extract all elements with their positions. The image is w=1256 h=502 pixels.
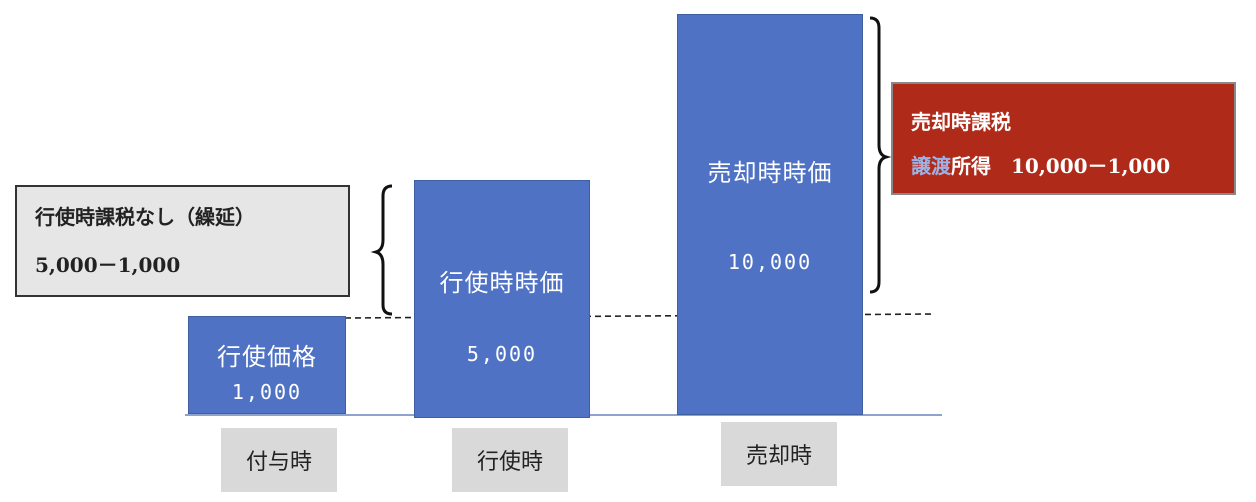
exercise-tax-note-line1: 行使時課税なし（繰延）	[35, 205, 255, 229]
sale-tax-note-highlight: 譲渡	[911, 154, 951, 178]
bar-grant-value: 1,000	[231, 380, 303, 404]
bar-sale-value: 10,000	[727, 250, 813, 274]
bar-sale-label: 売却時時価	[707, 159, 833, 187]
bar-exercise-value: 5,000	[466, 342, 538, 366]
exercise-tax-note: 行使時課税なし（繰延） 5,000－1,000	[15, 185, 350, 297]
exercise-brace	[370, 184, 393, 316]
bar-sale: 売却時時価 10,000	[677, 14, 863, 415]
sale-tax-note-rest: 所得 10,000－1,000	[951, 154, 1171, 178]
exercise-tax-note-line2: 5,000－1,000	[35, 253, 181, 277]
sale-tax-note-line2: 譲渡所得 10,000－1,000	[911, 150, 1234, 194]
bar-grant: 行使価格 1,000	[188, 316, 346, 414]
sale-tax-note-line1: 売却時課税	[911, 110, 1011, 134]
category-sale: 売却時	[721, 422, 837, 486]
category-grant: 付与時	[221, 428, 337, 492]
category-exercise: 行使時	[452, 428, 568, 492]
sale-brace	[869, 16, 892, 294]
bar-exercise-label: 行使時時価	[439, 269, 565, 297]
bar-exercise: 行使時時価 5,000	[414, 180, 590, 418]
sale-tax-note: 売却時課税 譲渡所得 10,000－1,000	[891, 82, 1236, 195]
bar-grant-label: 行使価格	[217, 343, 317, 371]
